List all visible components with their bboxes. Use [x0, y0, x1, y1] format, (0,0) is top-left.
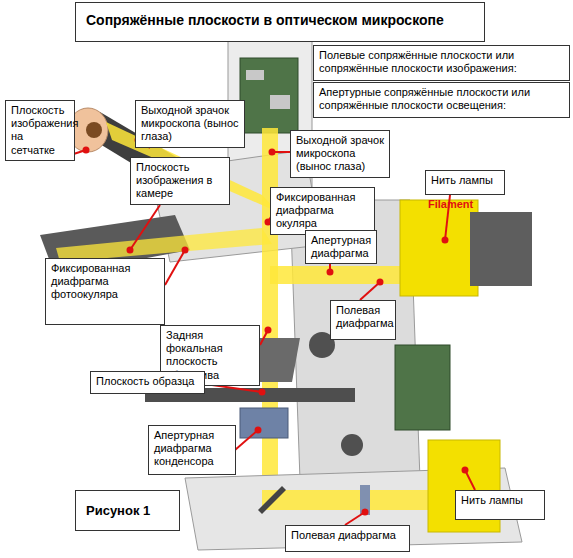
- title-text: Сопряжённые плоскости в оптическом микро…: [75, 2, 485, 42]
- callout-box: Фиксированная диафрагма окуляра: [270, 187, 375, 235]
- callout-box: Нить лампы: [425, 170, 505, 195]
- callout-box: Апертурные сопряжённые плоскости или соп…: [313, 82, 570, 118]
- callout-text: Плоскость изображения на сетчатке: [11, 104, 69, 157]
- light-beam: [262, 490, 442, 510]
- callout-box: Полевые сопряжённые плоскости или сопряж…: [313, 45, 570, 81]
- condenser: [240, 408, 288, 438]
- leader-dot: [266, 328, 271, 333]
- leader-dot: [378, 280, 383, 285]
- callout-box: Полевая диафрагма: [330, 300, 396, 340]
- callout-box: Выходной зрачок микроскопа (вынос глаза): [290, 130, 390, 178]
- leader-dot: [463, 468, 468, 473]
- leader-dot: [328, 270, 333, 275]
- callout-text: Полевая диафрагма: [291, 529, 404, 542]
- callout-box: Плоскость образца: [90, 371, 205, 394]
- leader-line: [235, 430, 258, 450]
- circuit-board: [240, 58, 298, 133]
- leader-dot: [256, 428, 261, 433]
- lamp-housing: [400, 200, 478, 296]
- mirror: [258, 486, 286, 514]
- light-beam: [262, 128, 278, 510]
- leader-line: [360, 282, 380, 300]
- callout-text: Плоскость образца: [96, 375, 199, 388]
- callout-text: Нить лампы: [461, 494, 539, 507]
- leader-dot: [443, 238, 448, 243]
- chip: [270, 95, 290, 109]
- callout-box: Нить лампы: [455, 490, 545, 520]
- callout-box: Апертурная диафрагма: [305, 230, 377, 264]
- leader-lines: [55, 138, 475, 526]
- figure-caption: Рисунок 1: [75, 490, 180, 531]
- callout-box: Полевая диафрагма: [285, 525, 410, 552]
- leader-dot: [260, 390, 265, 395]
- leader-dot: [84, 148, 89, 153]
- callout-box: Плоскость изображения на сетчатке: [5, 100, 75, 161]
- leader-line: [345, 512, 365, 525]
- lamp-cover: [470, 212, 532, 286]
- part-label: Filament: [428, 198, 473, 210]
- callout-text: Полевая диафрагма: [336, 304, 390, 330]
- callout-text: Фиксированная диафрагма окуляра: [276, 191, 369, 231]
- leader-line: [165, 250, 185, 285]
- callout-text: Нить лампы: [431, 174, 499, 187]
- callout-text: Апертурные сопряжённые плоскости или соп…: [319, 86, 564, 112]
- callout-box: Апертурная диафрагма конденсора: [148, 425, 236, 475]
- leader-dot: [183, 248, 188, 253]
- circuit-board: [395, 345, 450, 430]
- callout-text: Полевые сопряжённые плоскости или сопряж…: [319, 49, 564, 75]
- leader-dot: [363, 510, 368, 515]
- chip: [246, 70, 264, 80]
- callout-text: Выходной зрачок микроскопа (вынос глаза): [141, 104, 239, 144]
- lens: [360, 485, 370, 515]
- leader-dot: [128, 248, 133, 253]
- leader-line: [130, 205, 160, 250]
- callout-text: Плоскость изображения в камере: [136, 161, 224, 201]
- callout-text: Апертурная диафрагма конденсора: [154, 429, 230, 469]
- callout-box: Фиксированная диафрагма фотоокуляра: [45, 258, 165, 325]
- callout-text: Фиксированная диафрагма фотоокуляра: [51, 262, 159, 302]
- callout-text: Апертурная диафрагма: [311, 234, 371, 260]
- eye-iris: [86, 122, 102, 138]
- callout-box: Плоскость изображения в камере: [130, 157, 230, 205]
- light-beam: [56, 228, 272, 262]
- light-beam: [262, 490, 442, 510]
- light-beam: [270, 266, 420, 284]
- focus-knob: [341, 434, 363, 456]
- leader-dot: [270, 150, 275, 155]
- callout-box: Выходной зрачок микроскопа (вынос глаза): [135, 100, 245, 148]
- callout-text: Выходной зрачок микроскопа (вынос глаза): [296, 134, 384, 174]
